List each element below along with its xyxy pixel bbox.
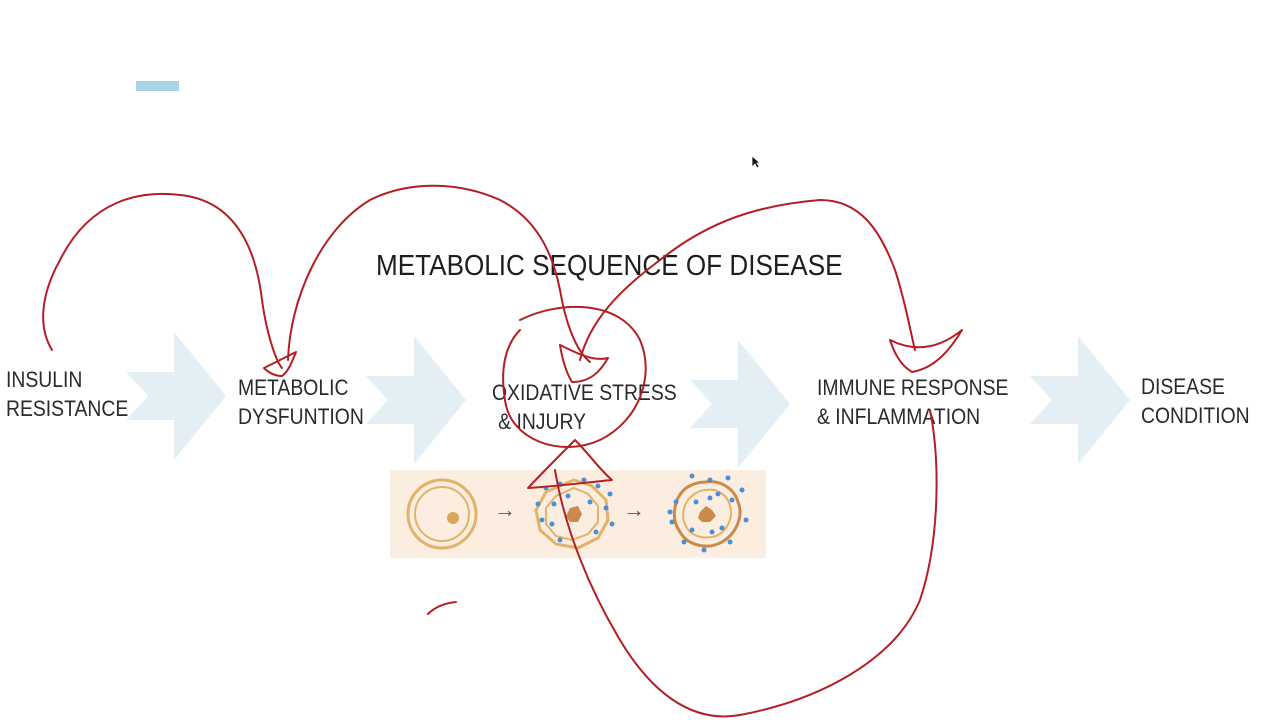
flow-arrow-2 — [366, 336, 466, 464]
stage-label-line2: RESISTANCE — [6, 396, 129, 421]
stage-label-line2: DYSFUNTION — [238, 404, 364, 429]
ink-arrowhead-oxidative — [559, 344, 609, 383]
damaged-cell-icon — [667, 473, 749, 553]
stage-immune-response: IMMUNE RESPONSE & INFLAMMATION — [817, 373, 1008, 431]
slide-title: METABOLIC SEQUENCE OF DISEASE — [376, 250, 843, 282]
ink-arrowhead-immune — [889, 329, 963, 373]
stage-insulin-resistance: INSULIN RESISTANCE — [6, 365, 128, 423]
sequence-arrow-icon: → — [494, 497, 516, 522]
ink-stroke-small — [427, 601, 457, 615]
cell-sequence-panel: → → — [390, 470, 766, 558]
flow-arrow-4 — [1030, 336, 1130, 464]
stage-label-line1: DISEASE — [1141, 374, 1225, 399]
stage-disease-condition: DISEASE CONDITION — [1141, 372, 1250, 430]
mouse-cursor-icon — [751, 155, 761, 169]
stage-label-line1: INSULIN — [6, 367, 83, 392]
stressed-cell-icon — [534, 477, 615, 550]
stage-label-line2: & INFLAMMATION — [817, 404, 981, 429]
stage-label-line1: METABOLIC — [238, 375, 349, 400]
accent-bar — [136, 81, 179, 91]
stage-metabolic-dysfunction: METABOLIC DYSFUNTION — [238, 373, 364, 431]
stage-label-line2: & INJURY — [498, 409, 587, 434]
flow-arrow-3 — [690, 340, 790, 468]
sequence-arrow-icon: → — [623, 497, 645, 522]
stage-label-line1: IMMUNE RESPONSE — [817, 375, 1009, 400]
healthy-cell-icon — [406, 478, 478, 550]
stage-oxidative-stress: OXIDATIVE STRESS & INJURY — [492, 378, 677, 436]
stage-label-line2: CONDITION — [1141, 403, 1250, 428]
flow-arrow-1 — [126, 332, 226, 460]
stage-label-line1: OXIDATIVE STRESS — [492, 380, 677, 405]
